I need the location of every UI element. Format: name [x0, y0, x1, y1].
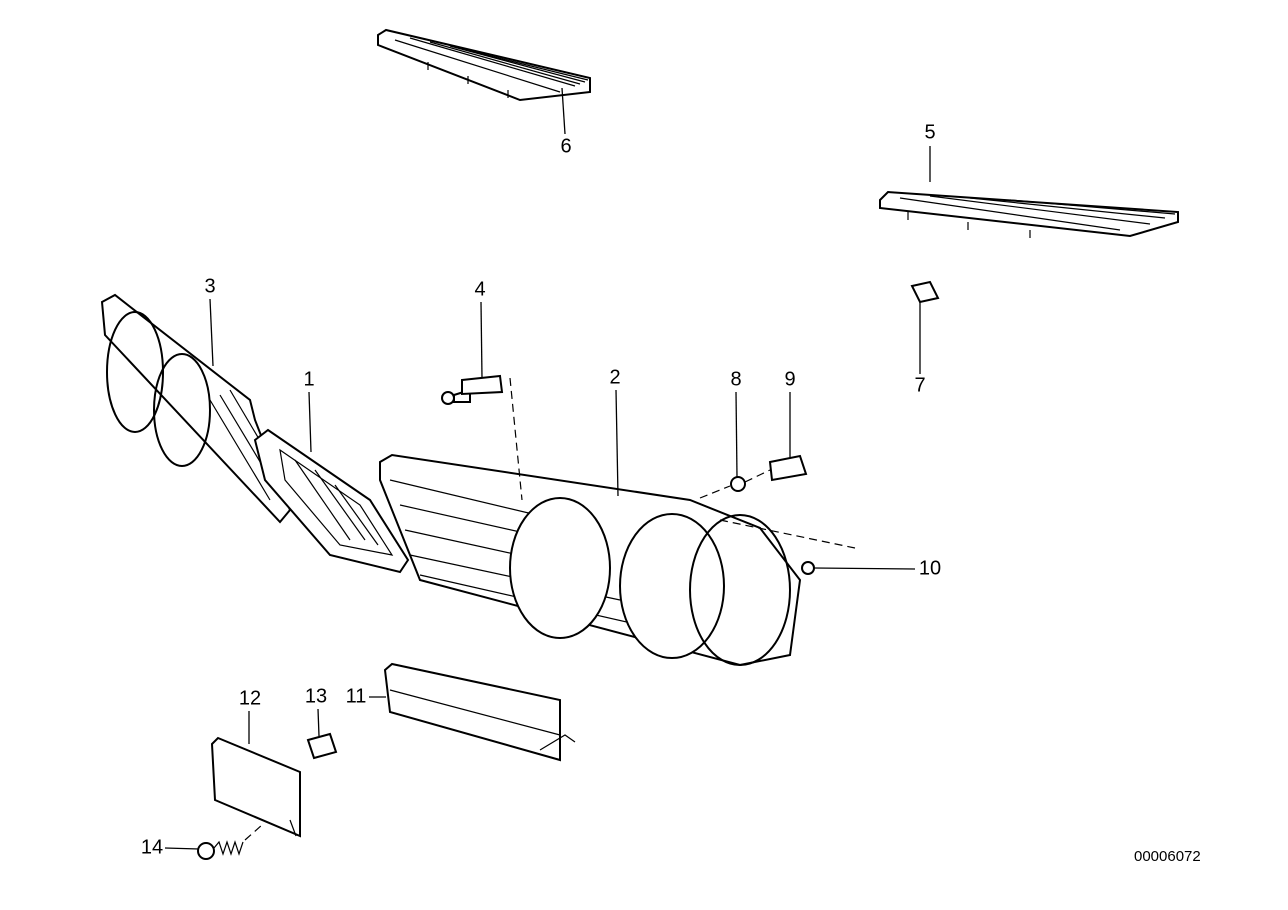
- callout-14[interactable]: 14: [140, 836, 164, 859]
- callout-13[interactable]: 13: [304, 685, 328, 708]
- callout-3[interactable]: 3: [204, 275, 216, 298]
- callout-11[interactable]: 11: [345, 685, 367, 708]
- part-10-screw: [801, 561, 815, 575]
- callout-6[interactable]: 6: [560, 135, 572, 158]
- part-5-grille-right: [879, 190, 1179, 238]
- callout-4[interactable]: 4: [474, 278, 486, 301]
- part-9-clip: [768, 454, 808, 482]
- callout-7[interactable]: 7: [914, 374, 926, 397]
- callout-8[interactable]: 8: [730, 368, 742, 391]
- part-3-headlight-frame-left: [100, 293, 292, 524]
- callout-12[interactable]: 12: [238, 687, 262, 710]
- part-11-panel: [383, 662, 576, 762]
- callout-2[interactable]: 2: [609, 366, 621, 389]
- part-4-fastener: [441, 374, 504, 405]
- leader-lines: [164, 87, 931, 850]
- callout-10[interactable]: 10: [918, 557, 942, 580]
- callout-5[interactable]: 5: [924, 121, 936, 144]
- part-12-cover: [210, 736, 301, 838]
- part-2-headlight-frame-right: [379, 453, 802, 667]
- callout-9[interactable]: 9: [784, 368, 796, 391]
- part-6-grille-top: [377, 28, 591, 102]
- part-1-kidney-grille: [253, 428, 410, 574]
- part-8-nut: [730, 476, 746, 492]
- part-13-grommet: [306, 732, 338, 760]
- part-7-clip: [910, 280, 940, 304]
- part-14-spring-screw: [197, 824, 263, 860]
- callout-1[interactable]: 1: [303, 368, 315, 391]
- drawing-number: 00006072: [1134, 848, 1201, 865]
